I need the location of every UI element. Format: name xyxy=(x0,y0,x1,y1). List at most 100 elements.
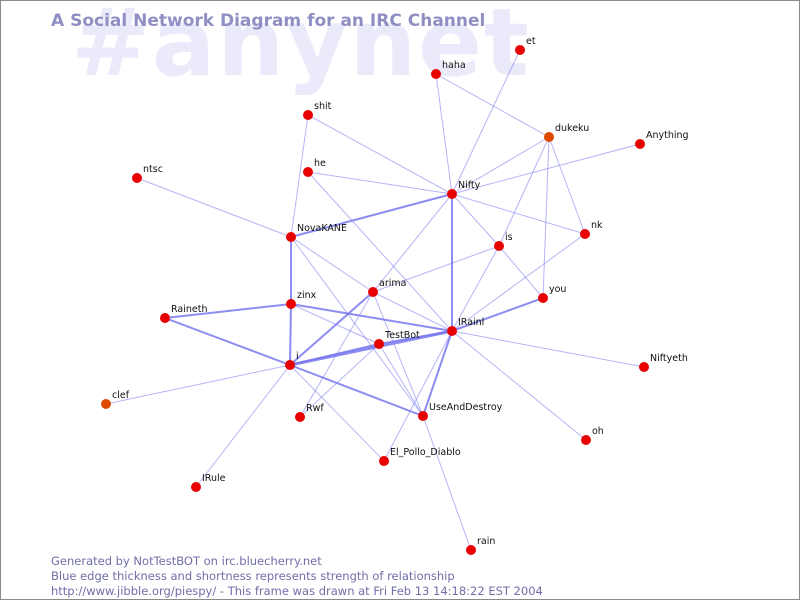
node-dot-zinx xyxy=(286,299,296,309)
edge-dukeku-you xyxy=(542,136,550,299)
node-label-et: et xyxy=(526,36,536,47)
edge-i-useanddestroy xyxy=(289,364,424,417)
node-dot-novakane xyxy=(286,232,296,242)
diagram-title: A Social Network Diagram for an IRC Chan… xyxy=(51,11,486,31)
edge-irainl-useanddestroy xyxy=(422,330,453,417)
node-el_pollo: El_Pollo_Diablo xyxy=(379,447,461,466)
node-dot-irainl xyxy=(447,326,457,336)
edge-i-irule xyxy=(195,364,291,488)
node-dot-rwf xyxy=(295,412,305,422)
node-label-haha: haha xyxy=(442,60,466,71)
edge-nk-irainl xyxy=(451,233,586,332)
node-shit: shit xyxy=(303,101,332,120)
node-dot-el_pollo xyxy=(379,456,389,466)
footer-generated-by: Generated by NotTestBOT on irc.bluecherr… xyxy=(51,554,322,568)
node-dot-i xyxy=(285,360,295,370)
node-zinx: zinx xyxy=(286,290,317,309)
node-dot-rain xyxy=(466,545,476,555)
edge-he-nifty xyxy=(307,171,453,195)
edge-et-nifty xyxy=(451,49,521,195)
edge-useanddestroy-rain xyxy=(422,415,472,551)
edge-irainl-niftyeth xyxy=(451,330,645,368)
node-label-zinx: zinx xyxy=(297,290,317,301)
node-oh: oh xyxy=(581,426,604,445)
edge-raineth-i xyxy=(164,317,291,366)
node-dot-is xyxy=(494,241,504,251)
node-label-dukeku: dukeku xyxy=(555,123,589,134)
node-et: et xyxy=(515,36,536,55)
node-useanddestroy: UseAndDestroy xyxy=(418,402,503,421)
node-label-rwf: Rwf xyxy=(306,403,324,414)
edge-irainl-testbot xyxy=(378,330,453,345)
node-dot-you xyxy=(538,293,548,303)
node-arima: arima xyxy=(368,278,406,297)
node-label-novakane: NovaKANE xyxy=(297,223,347,234)
node-dot-irule xyxy=(191,482,201,492)
edge-nifty-is xyxy=(451,193,500,247)
edge-testbot-useanddestroy xyxy=(378,343,424,417)
node-label-ntsc: ntsc xyxy=(143,164,163,175)
node-nifty: Nifty xyxy=(447,180,481,199)
node-label-testbot: TestBot xyxy=(384,330,420,341)
node-novakane: NovaKANE xyxy=(286,223,347,242)
node-dot-oh xyxy=(581,435,591,445)
edge-nifty-nk xyxy=(451,193,586,235)
node-label-oh: oh xyxy=(592,426,604,437)
edge-zinx-testbot xyxy=(290,303,380,345)
node-label-anything: Anything xyxy=(646,130,689,141)
edge-anything-nifty xyxy=(451,143,641,195)
node-ntsc: ntsc xyxy=(132,164,163,183)
node-rwf: Rwf xyxy=(295,403,324,422)
node-dot-nifty xyxy=(447,189,457,199)
edge-ntsc-novakane xyxy=(136,177,292,238)
node-dot-dukeku xyxy=(544,132,554,142)
node-is: is xyxy=(494,232,513,251)
edge-dukeku-nk xyxy=(548,136,586,235)
edge-i-el_pollo xyxy=(289,364,385,462)
node-label-nifty: Nifty xyxy=(458,180,481,191)
edge-irainl-el_pollo xyxy=(383,330,453,462)
node-label-irainl: IRainl xyxy=(458,317,484,328)
node-you: you xyxy=(538,284,566,303)
node-dot-nk xyxy=(580,229,590,239)
node-dot-anything xyxy=(635,139,645,149)
node-label-nk: nk xyxy=(591,220,603,231)
node-testbot: TestBot xyxy=(374,330,420,349)
edge-layer xyxy=(105,49,645,551)
edge-is-arima xyxy=(372,245,500,293)
edge-dukeku-is xyxy=(498,136,550,247)
edge-haha-nifty xyxy=(435,73,453,195)
edge-novakane-arima xyxy=(290,236,374,293)
node-dot-testbot xyxy=(374,339,384,349)
node-anything: Anything xyxy=(635,130,689,149)
edge-dukeku-nifty xyxy=(451,136,550,195)
footer-timestamp: http://www.jibble.org/piespy/ - This fra… xyxy=(51,584,543,598)
footer: Generated by NotTestBOT on irc.bluecherr… xyxy=(51,554,543,599)
edge-arima-useanddestroy xyxy=(372,291,424,417)
edge-he-irainl xyxy=(307,171,453,332)
node-rain: rain xyxy=(466,536,495,555)
node-i: i xyxy=(285,351,299,370)
node-label-useanddestroy: UseAndDestroy xyxy=(429,402,503,413)
node-dot-ntsc xyxy=(132,173,142,183)
edge-irainl-oh xyxy=(451,330,587,441)
node-dot-raineth xyxy=(160,313,170,323)
edge-arima-i xyxy=(289,291,374,366)
edge-zinx-i xyxy=(289,303,292,366)
node-dot-clef xyxy=(101,399,111,409)
node-dukeku: dukeku xyxy=(544,123,589,142)
edge-novakane-nifty xyxy=(290,193,453,238)
edge-zinx-irainl xyxy=(290,303,453,332)
node-label-niftyeth: Niftyeth xyxy=(650,353,688,364)
edge-shit-novakane xyxy=(290,114,309,238)
node-nk: nk xyxy=(580,220,603,239)
node-raineth: Raineth xyxy=(160,304,207,323)
node-label-el_pollo: El_Pollo_Diablo xyxy=(390,447,461,458)
node-label-he: he xyxy=(314,158,326,169)
node-label-you: you xyxy=(549,284,566,295)
edge-zinx-raineth xyxy=(164,303,292,319)
edge-haha-dukeku xyxy=(435,73,550,138)
